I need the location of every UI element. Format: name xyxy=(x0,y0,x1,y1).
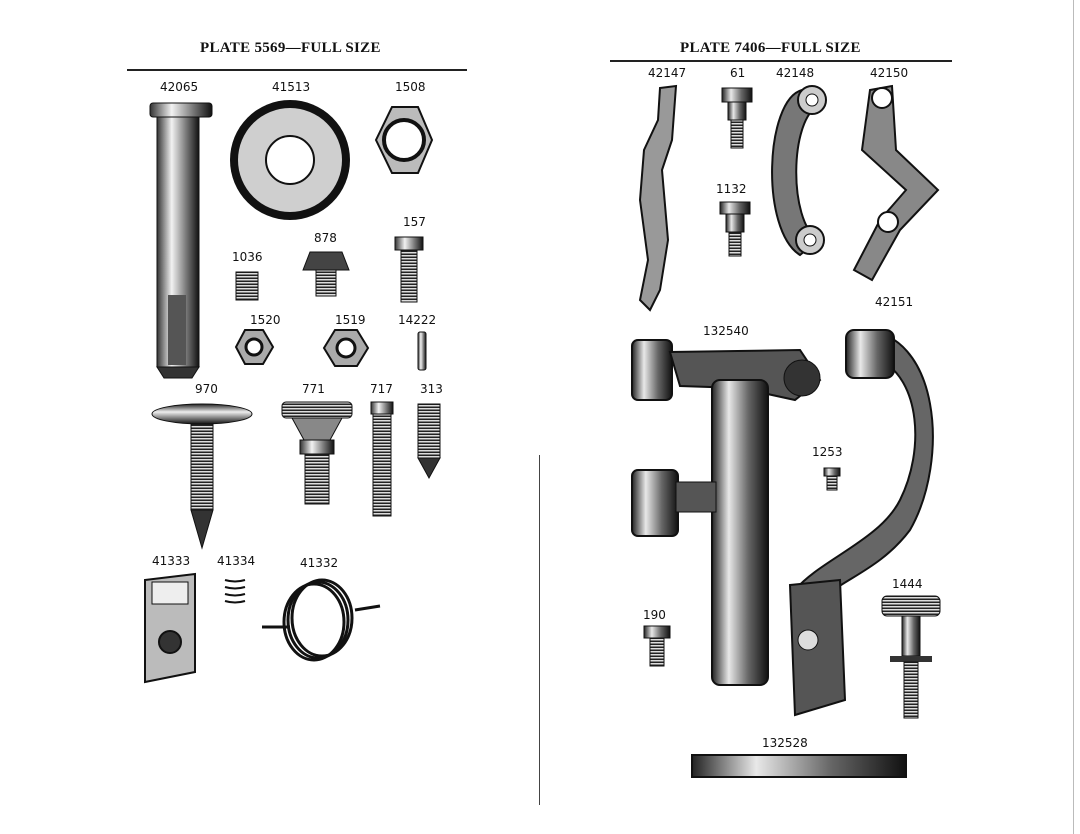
left-plate-illustrations xyxy=(144,100,441,684)
part-number: 132540 xyxy=(703,324,749,338)
part-number: 1036 xyxy=(232,250,263,264)
page-gutter xyxy=(539,455,540,805)
part-132528-rod xyxy=(691,754,907,778)
part-1444-thumb-screw xyxy=(881,595,941,719)
part-number: 1132 xyxy=(716,182,747,196)
left-page: PLATE 5569—FULL SIZE 42065 41513 1508 15… xyxy=(127,40,467,684)
part-number: 1519 xyxy=(335,313,366,327)
part-number: 1444 xyxy=(892,577,923,591)
part-number: 14222 xyxy=(398,313,437,327)
part-number: 970 xyxy=(195,382,218,396)
part-number: 41334 xyxy=(217,554,256,568)
part-number: 717 xyxy=(370,382,393,396)
part-number: 42148 xyxy=(776,66,815,80)
part-number: 157 xyxy=(403,215,426,229)
right-plate-illustrations xyxy=(631,84,941,778)
part-1519-nut xyxy=(322,329,370,367)
part-42151-arm xyxy=(788,328,934,717)
part-number: 771 xyxy=(302,382,325,396)
part-190-screw xyxy=(643,625,671,667)
part-42065-pin xyxy=(149,102,213,379)
part-number: 1253 xyxy=(812,445,843,459)
part-717-screw xyxy=(370,401,394,517)
part-number: 42147 xyxy=(648,66,687,80)
part-878-screw xyxy=(302,251,350,297)
part-1508-hex-nut xyxy=(374,106,434,174)
part-number: 42150 xyxy=(870,66,909,80)
part-number: 132528 xyxy=(762,736,808,750)
title-rule-left xyxy=(127,69,467,71)
part-number: 313 xyxy=(420,382,443,396)
part-number: 41513 xyxy=(272,80,311,94)
part-42150-crank xyxy=(852,84,940,282)
page-edge xyxy=(1073,0,1074,834)
right-page: PLATE 7406—FULL SIZE 42147 61 42148 4215… xyxy=(540,0,1080,834)
part-14222-pin xyxy=(417,331,427,371)
part-41513-washer xyxy=(230,100,350,220)
part-1036-stud xyxy=(235,271,259,301)
part-1132-screw xyxy=(719,201,751,257)
part-number: 61 xyxy=(730,66,746,80)
title-rule-right xyxy=(610,60,952,62)
part-number: 42151 xyxy=(875,295,914,309)
plate-title-left: PLATE 5569—FULL SIZE xyxy=(200,40,381,56)
part-number: 1508 xyxy=(395,80,426,94)
part-313-pointed-screw xyxy=(417,403,441,480)
plate-title-right: PLATE 7406—FULL SIZE xyxy=(680,40,861,56)
part-41334-spring xyxy=(224,579,246,604)
part-42147-lever xyxy=(638,84,678,312)
part-157-screw xyxy=(394,236,424,303)
part-42148-bracket xyxy=(771,85,827,257)
part-41332-torsion-spring xyxy=(262,578,381,662)
part-771-knurled-screw xyxy=(281,401,353,505)
part-number: 190 xyxy=(643,608,666,622)
part-number: 878 xyxy=(314,231,337,245)
part-970-thumb-screw xyxy=(151,403,253,550)
part-61-screw xyxy=(721,87,753,149)
part-1253-screw xyxy=(823,467,841,491)
part-number: 41333 xyxy=(152,554,191,568)
part-number: 41332 xyxy=(300,556,339,570)
part-number: 42065 xyxy=(160,80,199,94)
part-41333-block xyxy=(144,572,196,684)
part-number: 1520 xyxy=(250,313,281,327)
part-1520-nut xyxy=(234,329,275,365)
part-132540-shaft xyxy=(631,339,822,686)
